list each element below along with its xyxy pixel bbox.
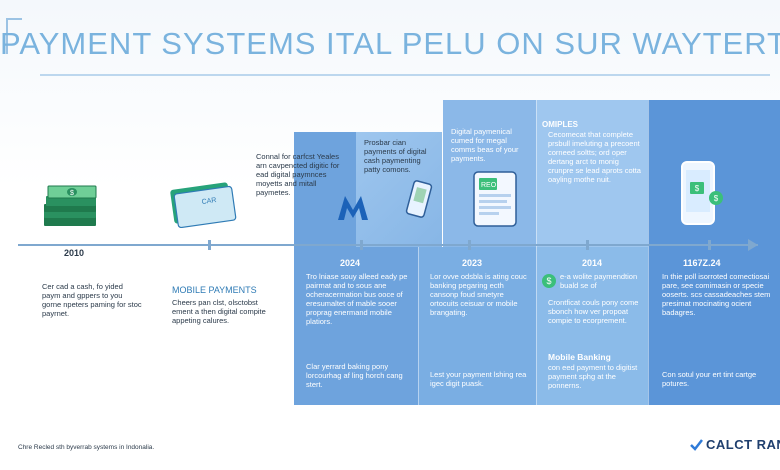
panel-2023-lower: [418, 247, 536, 405]
svg-text:$: $: [714, 194, 719, 203]
timeline-axis: [18, 244, 758, 246]
cash-description: Cer cad a cash, fo yided paym and gppers…: [42, 282, 142, 318]
card-icon: CAR: [170, 182, 237, 228]
dollar-coin-icon: $: [542, 274, 556, 288]
mobile-payments-heading: MOBILE PAYMENTS: [172, 285, 257, 295]
page-title: PAYMENT SYSTEMS ITAL PELU ON SUR WAYTERT: [0, 26, 780, 61]
panel-divider: [418, 247, 419, 405]
footer-note: Chre Recled sth byverrab systems in Indo…: [18, 444, 155, 451]
upper-note-1: Connal for carfcst Yeales arn cavpencted…: [256, 152, 340, 197]
phone-icon: [405, 180, 433, 218]
upper-note-4-heading: OMIPLES: [542, 120, 579, 129]
timeline-tick: [708, 240, 711, 250]
panel-2023-footer: Lest your payment lshing rea igec digit …: [430, 370, 527, 388]
title-frame-corner: [6, 18, 22, 54]
panel-2014-footer: con eed payment to digitist payment sphg…: [548, 363, 638, 390]
timeline-tick: [586, 240, 589, 250]
panel-2014-extra: Crontficat couls pony come sbonch how ve…: [548, 298, 639, 325]
upper-note-2: Prosbar cian payments of digital cash pa…: [364, 138, 427, 174]
panel-divider: [648, 100, 649, 405]
year-label-2010: 2010: [64, 248, 85, 258]
panel-2024-description: Tro lniase souy alleed eady pe pairmat a…: [306, 272, 408, 326]
panel-1167-description: In thie poll isorroted comectiosai pare,…: [662, 272, 771, 317]
upper-note-4: Cecomecat that complete prsbull imelutin…: [548, 130, 641, 184]
timeline-tick: [360, 240, 363, 250]
brand-check-icon: [690, 439, 703, 451]
tablet-icon: REO: [473, 171, 517, 227]
panel-divider: [536, 100, 537, 405]
cash-stack-icon: $: [44, 185, 97, 226]
svg-text:REO: REO: [481, 182, 497, 189]
timeline-tick: [468, 240, 471, 250]
timeline-arrow-icon: [748, 239, 758, 251]
year-label-1167: 1167Z.24: [683, 258, 721, 268]
panel-2014-lower: [536, 247, 648, 405]
svg-text:$: $: [546, 276, 551, 286]
timeline-tick: [208, 240, 211, 250]
panel-2014-description: e-a wolite paymendtion buald se of: [560, 272, 638, 290]
smartphone-icon: $ $: [681, 161, 723, 225]
svg-text:$: $: [70, 190, 74, 197]
mobile-payments-description: Cheers pan clst, olsctobst ement a then …: [172, 298, 266, 325]
panel-2024-footer: Clar yerrard baking pony lorcourhag af l…: [306, 362, 403, 389]
svg-text:$: $: [695, 184, 700, 193]
year-label-2023: 2023: [462, 258, 483, 268]
year-label-2014: 2014: [582, 258, 603, 268]
panel-2014-top: [536, 100, 648, 247]
panel-2024-lower: [294, 247, 418, 405]
year-label-2024: 2024: [340, 258, 361, 268]
panel-1167-column: [648, 100, 780, 405]
m-logo-icon: [338, 196, 368, 220]
panel-2014-heading: Mobile Banking: [548, 352, 611, 362]
svg-text:CAR: CAR: [201, 197, 217, 206]
title-underline: [40, 74, 770, 76]
panel-2023-description: Lor ovve odsbla is ating couc banking pe…: [430, 272, 527, 317]
upper-note-3: Digital paymenical cumed for megal comms…: [451, 127, 519, 163]
panel-1167-footer: Con sotul your ert tint cartge potures.: [662, 370, 757, 388]
brand-logo-text: CALCT RANN: [706, 437, 780, 452]
